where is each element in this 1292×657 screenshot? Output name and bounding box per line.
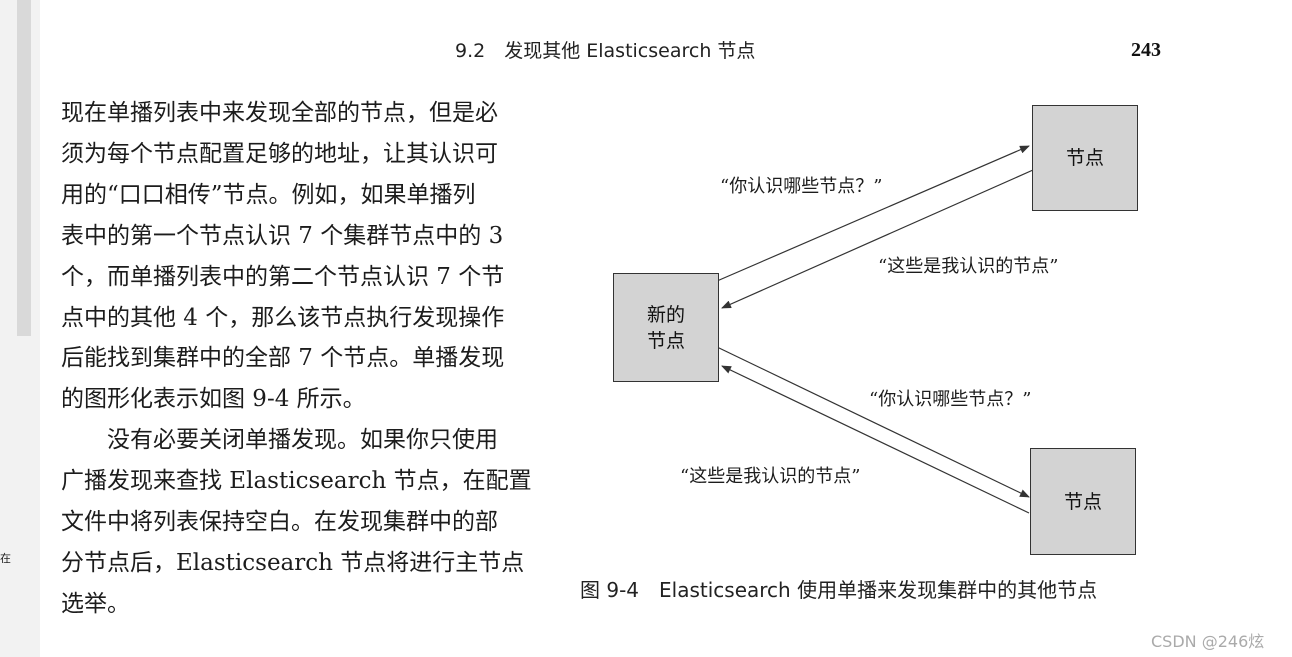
scroll-strip: [17, 0, 31, 336]
bottom-node-box: 节点: [1030, 448, 1136, 555]
arrow-from-bottom-node: [721, 365, 1030, 514]
figure-caption: 图 9-4 Elasticsearch 使用单播来发现集群中的其他节点: [580, 578, 1098, 602]
msg-top-response: “这些是我认识的节点”: [878, 256, 1059, 277]
arrow-from-top-node: [721, 169, 1034, 309]
new-node-box: 新的 节点: [613, 273, 719, 382]
left-gutter: [0, 0, 40, 657]
msg-bottom-request: “你认识哪些节点？”: [869, 389, 1032, 410]
diagram-arrows: [716, 145, 1034, 514]
page-header: 9.2 发现其他 Elasticsearch 节点: [455, 40, 756, 62]
top-node-box: 节点: [1032, 105, 1138, 211]
arrow-to-bottom-node: [716, 346, 1030, 498]
page-number: 243: [1131, 39, 1161, 61]
csdn-watermark: CSDN @246炫: [1151, 632, 1265, 651]
arrow-to-top-node: [716, 145, 1030, 282]
msg-top-request: “你认识哪些节点？”: [720, 176, 883, 197]
msg-bottom-response: “这些是我认识的节点”: [680, 466, 861, 487]
body-text: 现在单播列表中来发现全部的节点，但是必 须为每个节点配置足够的地址，让其认识可 …: [61, 100, 532, 617]
gutter-text: 在: [0, 552, 11, 565]
